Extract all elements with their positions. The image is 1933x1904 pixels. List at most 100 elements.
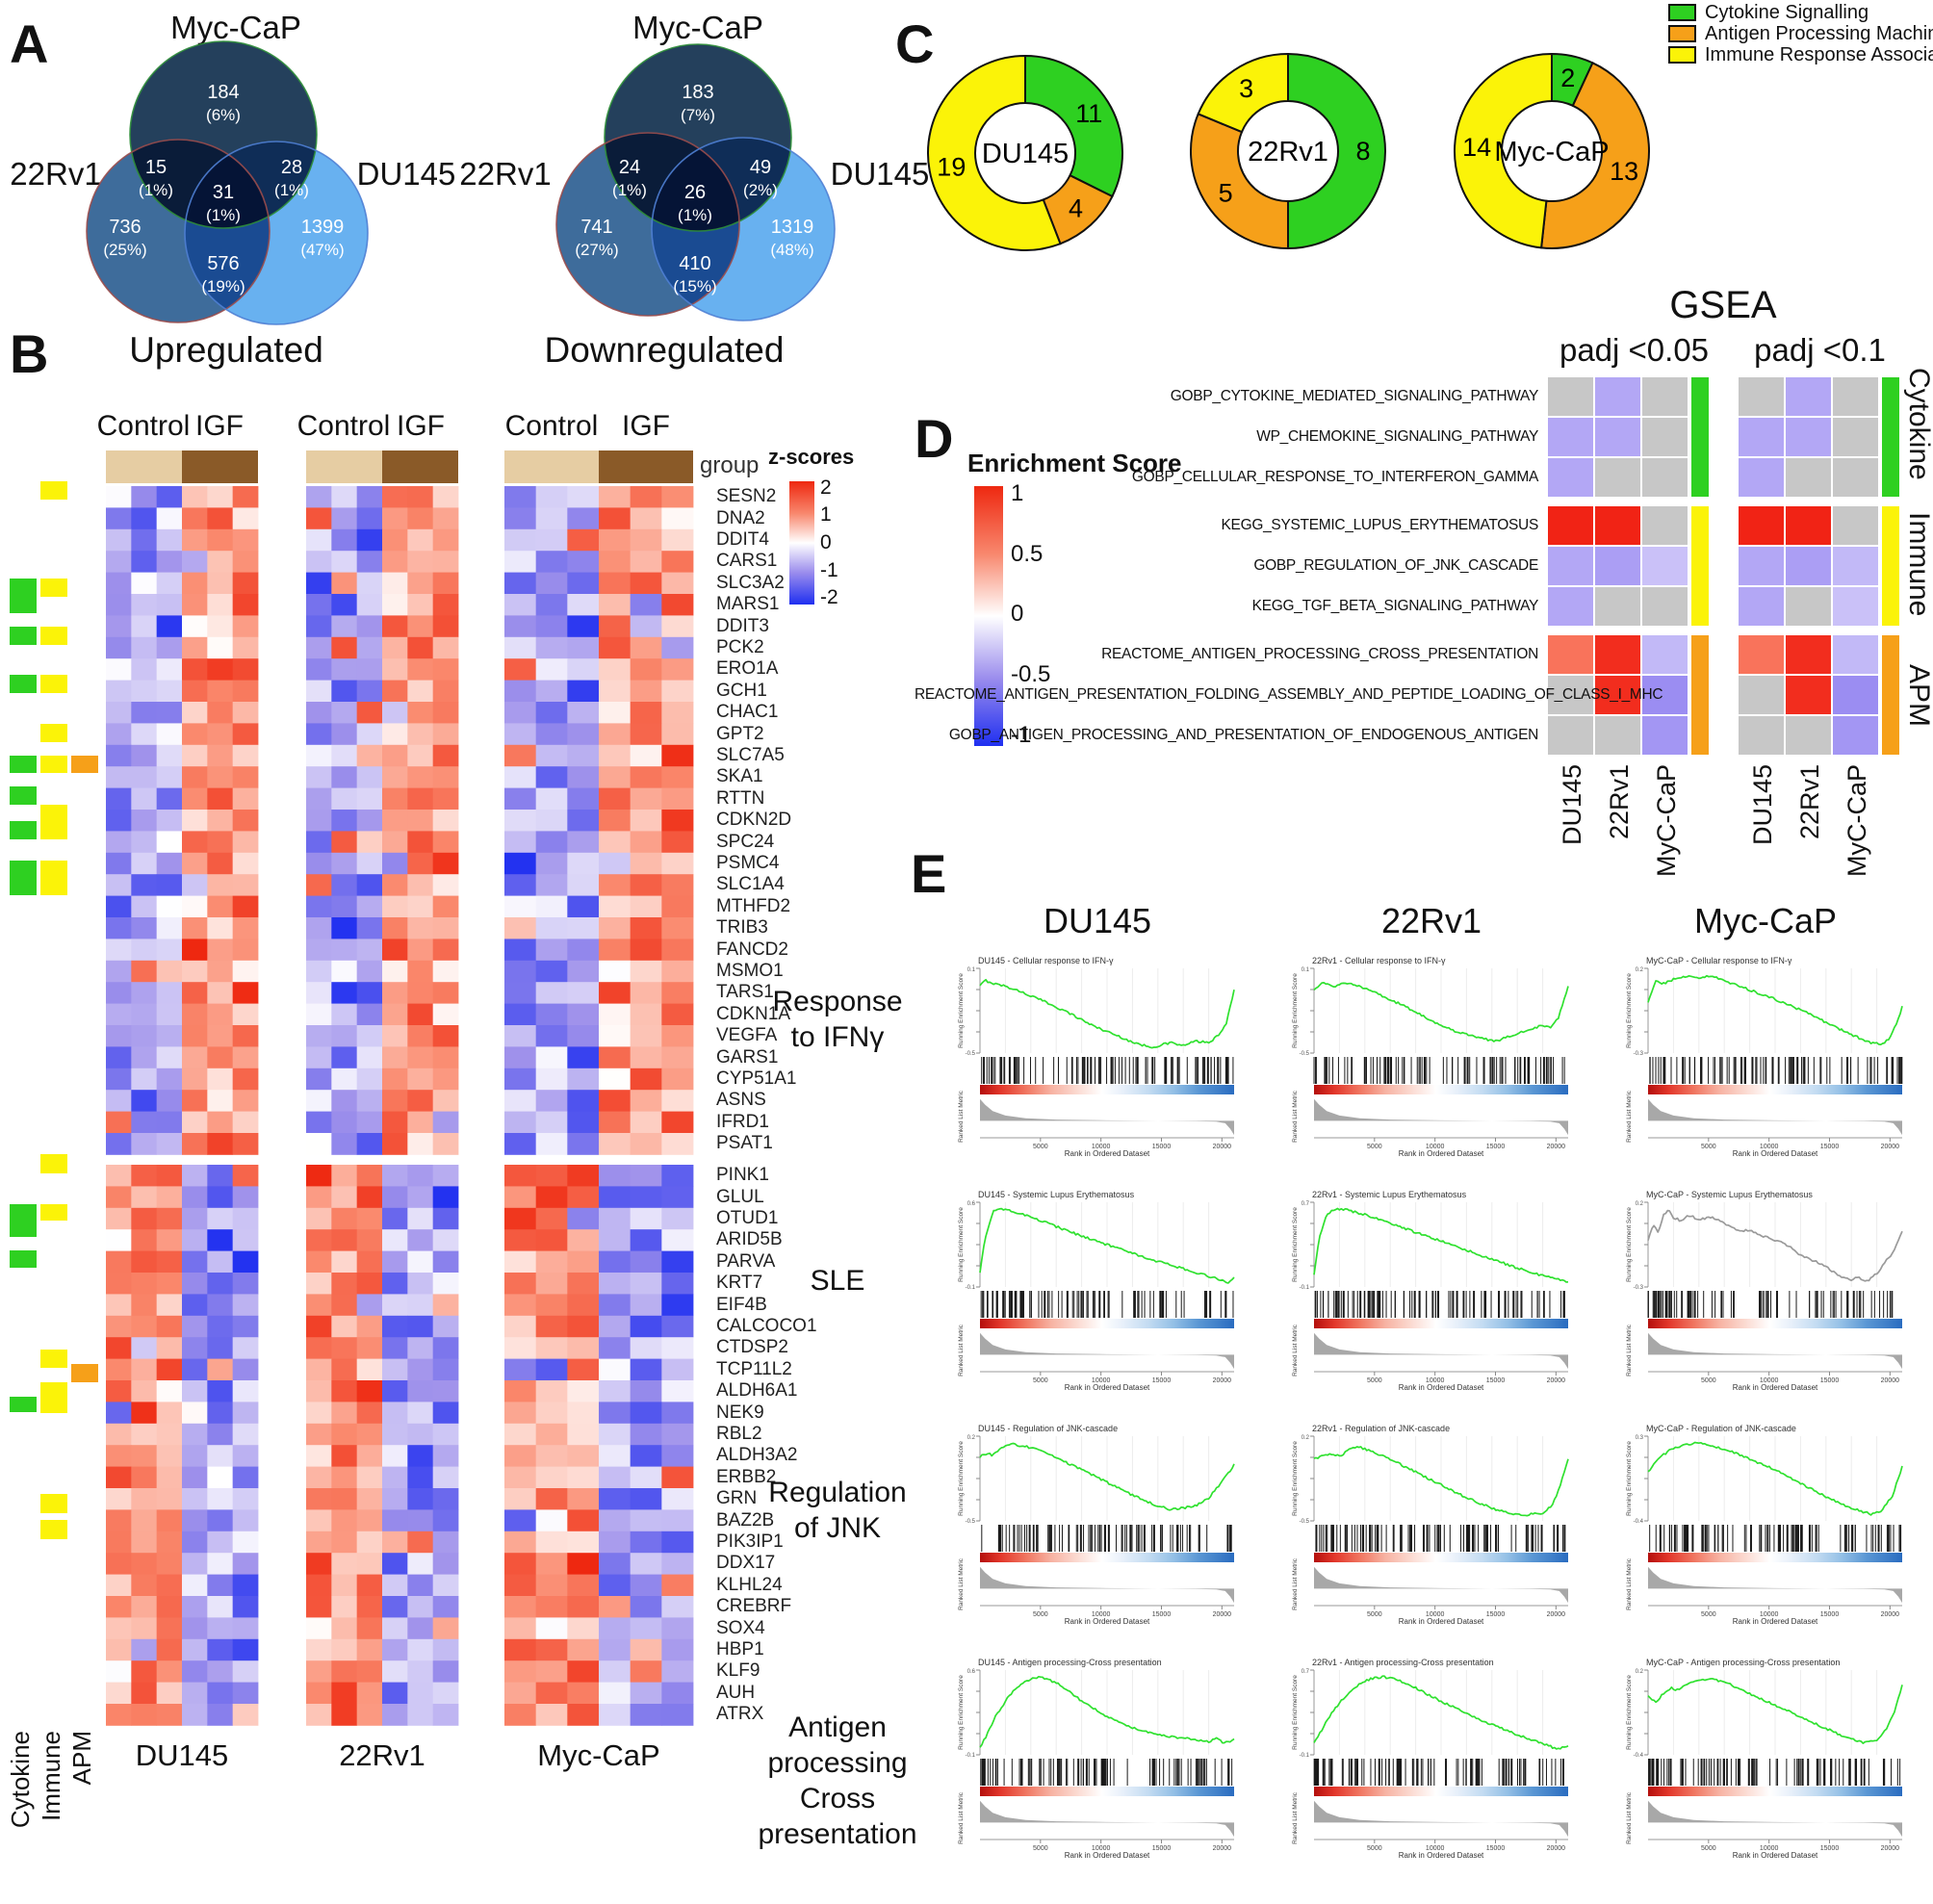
heatmap-cell	[567, 982, 600, 1004]
x-tick-label: 10000	[1092, 1144, 1111, 1150]
heatmap-cell	[407, 1186, 434, 1209]
heatmap-cell	[356, 874, 383, 896]
heatmap-cell	[356, 1337, 383, 1359]
heatmap-cell	[432, 1025, 459, 1047]
heatmap-cell	[630, 528, 662, 552]
heatmap-cell	[382, 1207, 408, 1230]
heatmap-cell	[156, 1466, 183, 1489]
x-tick-label: 20000	[1213, 1144, 1232, 1150]
enrichment-curve	[1313, 982, 1569, 1042]
y-tick-label-hi: 0.6	[967, 1201, 976, 1207]
heatmap-cell	[232, 1090, 259, 1112]
legend-label-immune: Immune Response Associated	[1705, 44, 1933, 65]
heatmap-cell	[356, 1003, 383, 1026]
heatmap-cell	[661, 810, 694, 832]
heatmap-cell	[232, 766, 259, 788]
gene-label-CDKN2D: CDKN2D	[716, 810, 792, 831]
heatmap-cell	[106, 1046, 132, 1069]
heatmap-cell	[432, 1229, 459, 1251]
x-axis-title: Rank in Ordered Dataset	[1733, 1617, 1818, 1625]
heatmap-cell	[356, 1250, 383, 1274]
gsea-cell-padj01	[1833, 506, 1878, 545]
heatmap-cell	[599, 551, 631, 573]
venn-pct-bottom: (19%)	[201, 277, 245, 296]
pathway-label-2: GOBP_CELLULAR_RESPONSE_TO_INTERFERON_GAM…	[1131, 469, 1538, 485]
heatmap-cell	[382, 528, 408, 552]
gsea-cell-padj01	[1786, 716, 1831, 755]
gene-label-ALDH3A2: ALDH3A2	[716, 1445, 798, 1466]
heatmap-cell	[331, 766, 358, 788]
heatmap-cell	[331, 1046, 358, 1069]
heatmap-cell	[182, 702, 208, 724]
x-tick-label: 20000	[1547, 1377, 1566, 1384]
heatmap-cell	[356, 1445, 383, 1467]
heatmap-cell	[131, 1596, 158, 1618]
gene-label-CREBRF: CREBRF	[716, 1596, 792, 1617]
heatmap-cell	[432, 1090, 459, 1112]
heatmap-cell	[382, 1423, 408, 1446]
heatmap-cell	[630, 1090, 662, 1112]
venn-count-right: 1319	[771, 217, 814, 238]
x-tick-label: 20000	[1881, 1845, 1900, 1852]
heatmap-cell	[407, 1273, 434, 1295]
heatmap-cell	[131, 1165, 158, 1187]
heatmap-cell	[407, 1165, 434, 1187]
x-tick-label: 10000	[1760, 1377, 1779, 1384]
heatmap-cell	[207, 810, 234, 832]
ranked-color-band	[1314, 1553, 1568, 1562]
heatmap-cell	[131, 1358, 158, 1381]
heatmap-cell	[630, 615, 662, 638]
heatmap-cell	[630, 1553, 662, 1575]
heatmap-cell	[131, 1466, 158, 1489]
heatmap-cell	[356, 852, 383, 875]
heatmap-cell	[535, 1509, 568, 1532]
heatmap-cell	[535, 1294, 568, 1317]
heatmap-cell	[156, 1111, 183, 1134]
heatmap-cell	[630, 874, 662, 896]
heatmap-cell	[599, 1133, 631, 1155]
heatmap-cell	[630, 507, 662, 530]
heatmap-cell	[232, 960, 259, 983]
gsea-cell-padj005	[1595, 635, 1640, 674]
heatmap-cell	[207, 615, 234, 638]
legend-label-apm: Antigen Processing Machinery	[1705, 23, 1933, 44]
heatmap-cell	[207, 702, 234, 724]
heatmap-cell	[331, 1445, 358, 1467]
heatmap-cell	[535, 1682, 568, 1705]
venn-pct-top_left: (1%)	[139, 181, 173, 199]
heatmap-cell	[661, 1068, 694, 1091]
y-tick-label-hi: 0.2	[1636, 967, 1644, 973]
heatmap-cell	[106, 551, 132, 573]
heatmap-cell	[182, 1186, 208, 1209]
heatmap-cell	[131, 1337, 158, 1359]
donut-value-cytokine: 8	[1355, 137, 1370, 166]
heatmap-cell	[567, 594, 600, 616]
heatmap-cell	[356, 1358, 383, 1381]
heatmap-cell	[131, 572, 158, 595]
heatmap-cell	[207, 636, 234, 659]
heatmap-cell	[106, 1250, 132, 1274]
heatmap-cell	[331, 960, 358, 983]
gsea-cell-padj01	[1833, 635, 1878, 674]
heatmap-cell	[356, 1660, 383, 1683]
heatmap-cell	[432, 1315, 459, 1338]
heatmap-cell	[131, 507, 158, 530]
heatmap-cell	[432, 1596, 459, 1618]
heatmap-cell	[306, 1531, 332, 1554]
heatmap-cell	[131, 960, 158, 983]
heatmap-cell	[382, 1046, 408, 1069]
enrichment-score-colorbar	[974, 486, 1003, 746]
heatmap-cell	[599, 1445, 631, 1467]
gsea-summary-grid	[1548, 377, 1899, 755]
heatmap-cell	[156, 615, 183, 638]
gsea-cell-padj01	[1739, 458, 1784, 497]
heatmap-cell	[331, 874, 358, 896]
heatmap-cell	[356, 507, 383, 530]
heatmap-cell	[504, 960, 537, 983]
heatmap-cell	[661, 1553, 694, 1575]
heatmap-cell	[407, 1466, 434, 1489]
heatmap-cell	[331, 507, 358, 530]
heatmap-cell	[535, 658, 568, 681]
y-axis-title-top: Running Enrichment Score	[1292, 973, 1299, 1048]
